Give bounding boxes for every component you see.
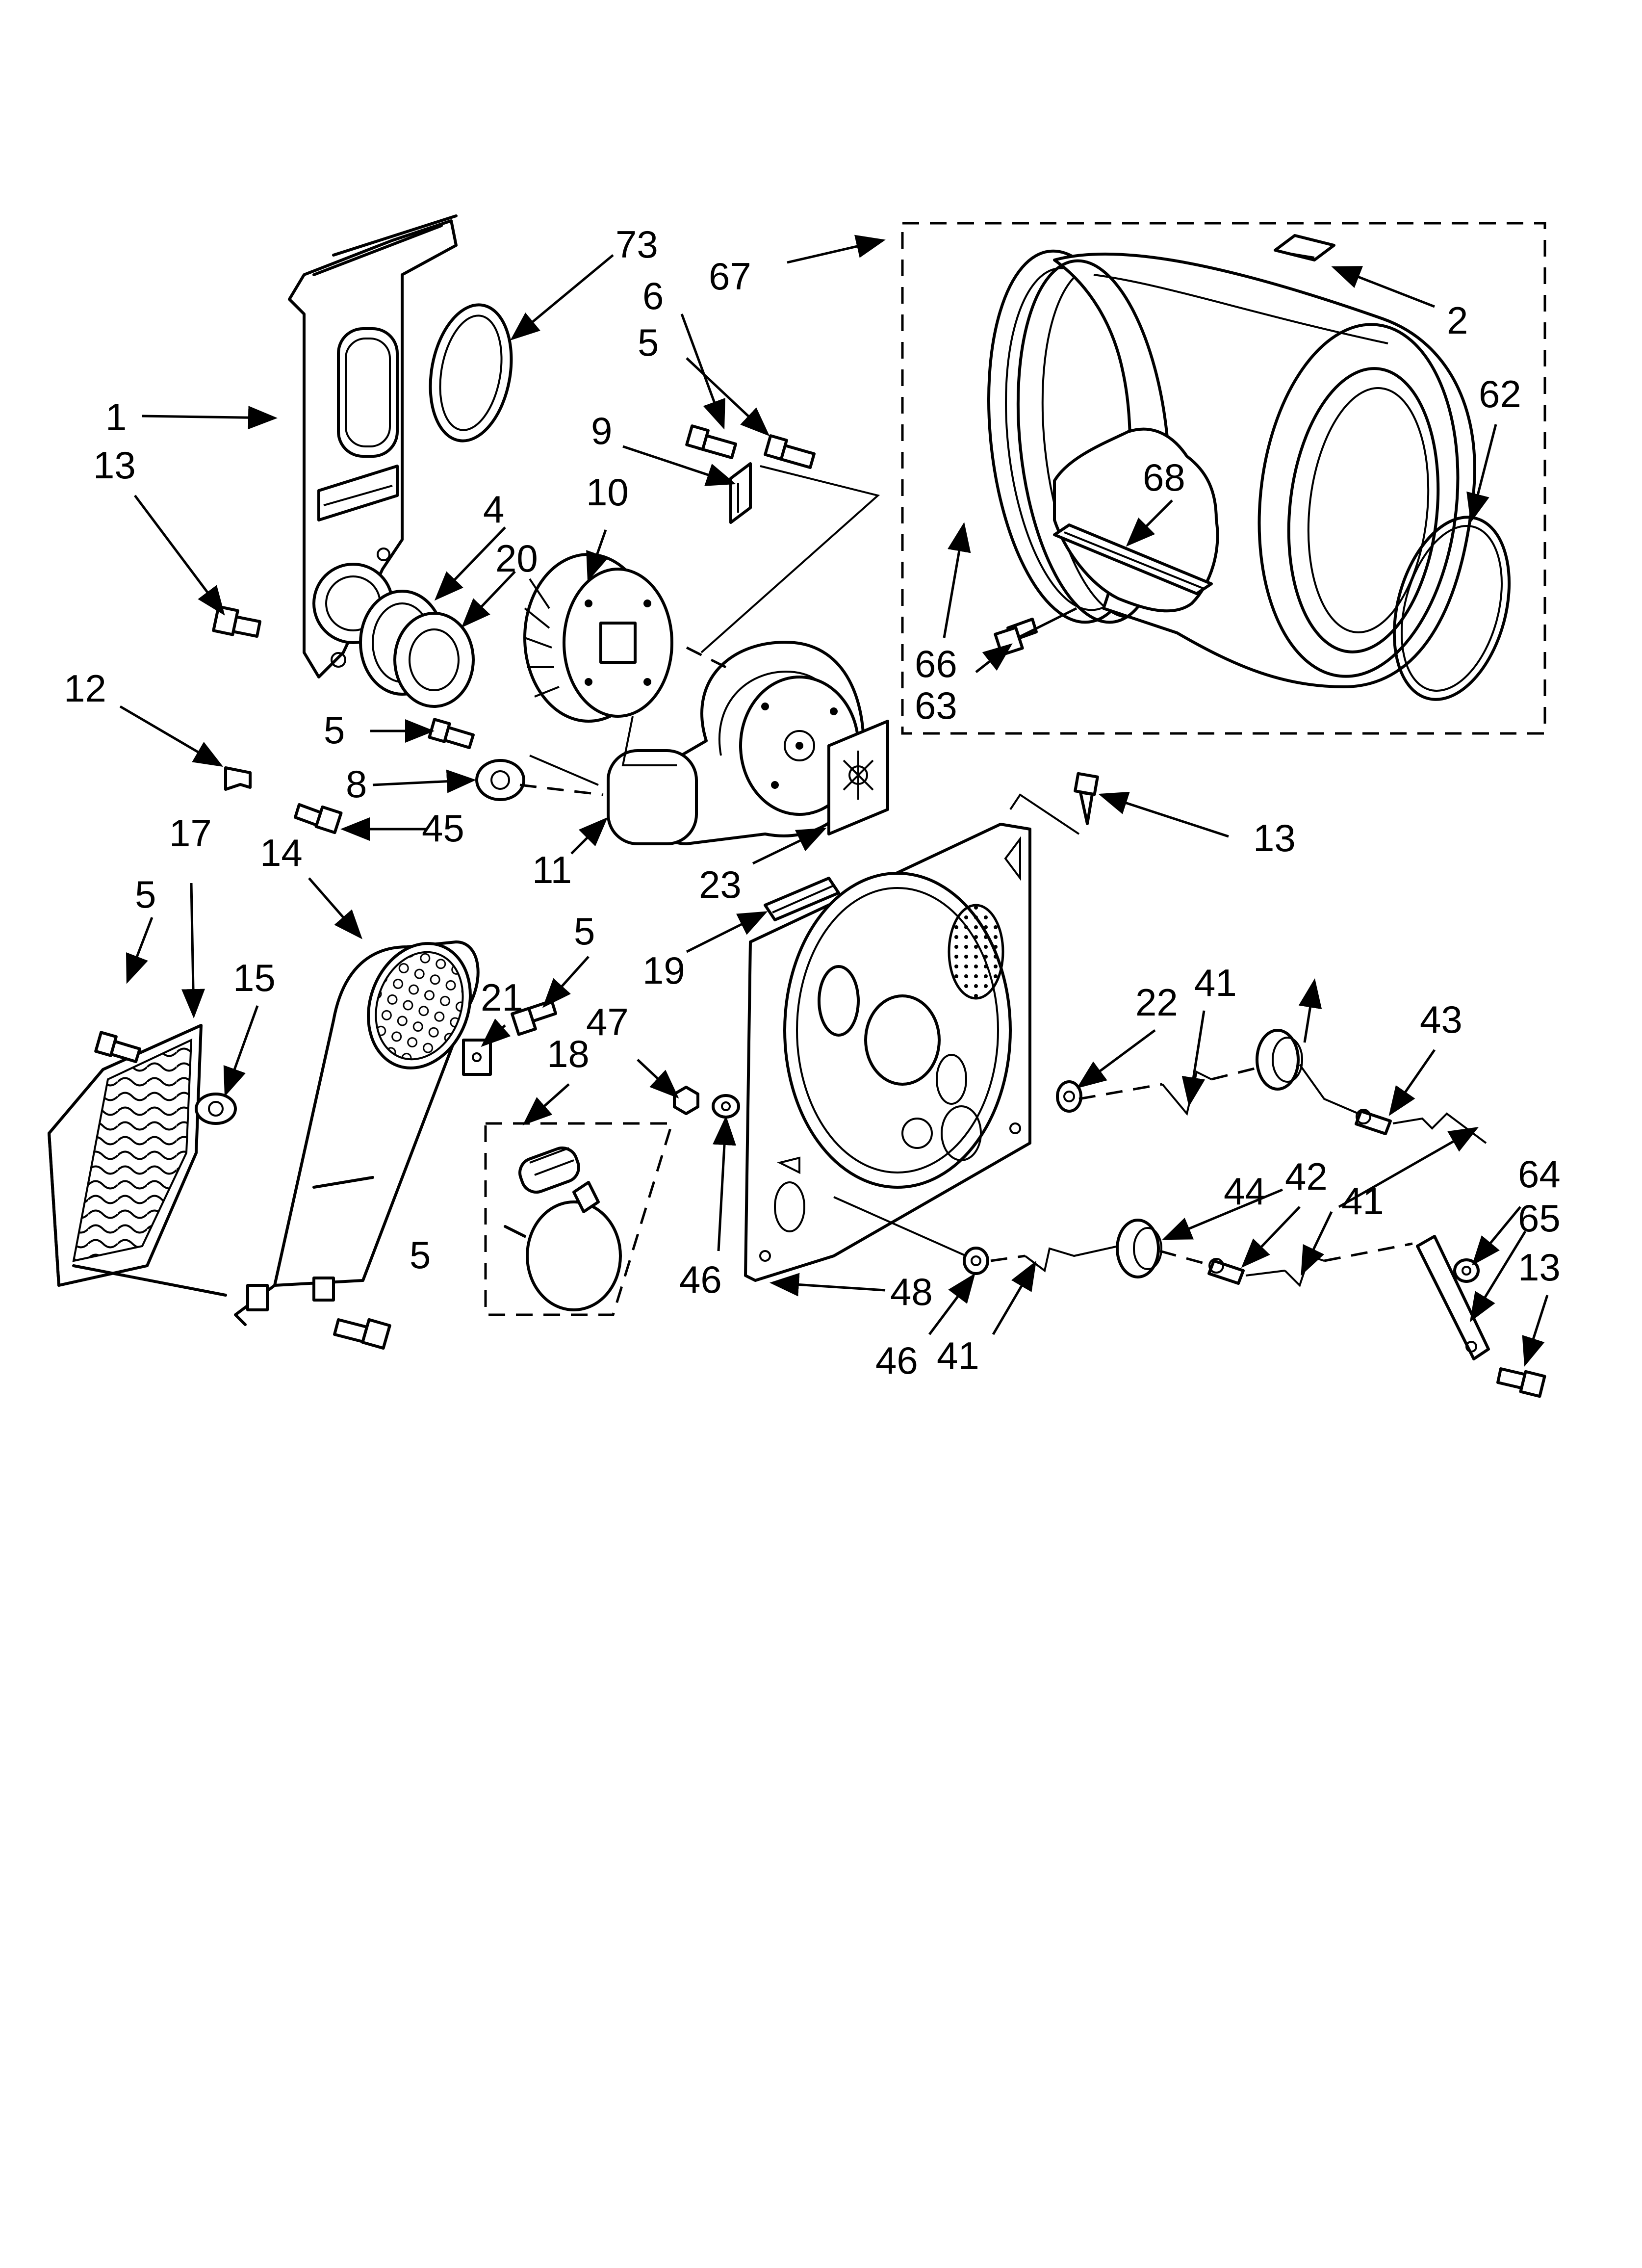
callout-41-lower: 41 [937, 1334, 979, 1377]
gasket-part-73 [429, 303, 513, 443]
screw-part-5-bottom [333, 1318, 391, 1350]
exhaust-duct-part-14 [234, 940, 480, 1326]
callout-labels: 1 13 73 67 2 62 6 5 9 10 68 4 20 66 63 1… [64, 223, 1561, 1382]
bracket-part-9 [729, 462, 752, 524]
thermostat-part-15 [195, 1093, 237, 1125]
callout-48: 48 [890, 1270, 933, 1313]
screw-part-5-top [685, 424, 737, 459]
callout-63: 63 [915, 684, 957, 727]
washer-part-46-lower [963, 1247, 989, 1275]
screw-part-5-mid [428, 718, 475, 749]
callout-5-heater: 5 [135, 873, 156, 916]
callout-13-right: 13 [1518, 1246, 1561, 1289]
callout-45: 45 [422, 807, 464, 850]
callout-17: 17 [169, 811, 212, 855]
callout-4: 4 [483, 488, 504, 531]
heater-part-17 [48, 1024, 227, 1297]
callout-18: 18 [547, 1032, 590, 1075]
callout-65: 65 [1518, 1197, 1561, 1240]
callout-19: 19 [642, 949, 685, 992]
roller-part-44-lower [1116, 1219, 1162, 1278]
shaft-part-42 [1207, 1258, 1245, 1285]
bearing-part-20 [393, 612, 475, 708]
callout-41-upper: 41 [1194, 961, 1237, 1004]
callout-11: 11 [532, 848, 572, 891]
callout-47: 47 [586, 1000, 629, 1043]
nut-part-47 [673, 1086, 699, 1115]
screw-part-13-bulkhead [1074, 772, 1099, 825]
bracket-part-65 [1416, 1235, 1490, 1360]
callout-13-left: 13 [93, 443, 136, 487]
clip-part-12 [224, 766, 252, 791]
front-bulkhead-part-48 [744, 793, 1080, 1282]
callout-62: 62 [1479, 372, 1521, 416]
warning-label-part-23 [827, 720, 889, 835]
callout-10: 10 [586, 470, 629, 514]
drum-assembly-part-67 [901, 222, 1546, 735]
screw-part-5-heater [94, 1031, 141, 1063]
callout-5-top: 5 [638, 321, 659, 364]
clip-part-2 [1274, 234, 1335, 261]
screw-part-13-right [1496, 1367, 1546, 1398]
callout-14: 14 [260, 831, 303, 874]
callout-15: 15 [233, 956, 276, 999]
callout-23: 23 [699, 863, 742, 906]
assembly-lines-upper [519, 465, 880, 796]
callout-21: 21 [481, 976, 523, 1019]
callout-44: 44 [1224, 1170, 1266, 1213]
callout-66: 66 [915, 642, 957, 685]
screw-part-45 [294, 803, 343, 834]
callout-5-right: 5 [574, 910, 595, 953]
blower-wheel-part-10 [523, 553, 673, 723]
callout-43: 43 [1420, 998, 1462, 1041]
callout-8: 8 [346, 762, 367, 806]
washer-part-46-upper [712, 1094, 740, 1119]
callout-46-lower: 46 [875, 1339, 918, 1382]
callout-1: 1 [105, 395, 127, 439]
screw-part-63 [994, 618, 1038, 656]
screw-part-6 [764, 434, 816, 469]
callout-41-mid: 41 [1341, 1179, 1384, 1223]
callout-6: 6 [642, 274, 664, 317]
callout-13-bulkhead: 13 [1253, 816, 1296, 860]
switch-part-8 [475, 759, 525, 801]
callout-20: 20 [495, 537, 538, 580]
callout-46-upper: 46 [679, 1258, 722, 1301]
callout-42: 42 [1285, 1155, 1328, 1198]
washer-part-22 [1056, 1080, 1082, 1113]
callout-64: 64 [1518, 1152, 1561, 1196]
callout-5-mid: 5 [324, 708, 345, 752]
shaft-part-43 [1355, 1109, 1392, 1135]
callout-73: 73 [616, 223, 658, 266]
bracket-part-21 [462, 1039, 492, 1076]
callout-67: 67 [709, 255, 751, 298]
callout-2: 2 [1447, 299, 1468, 342]
rail-part-19 [764, 877, 840, 921]
callout-68: 68 [1143, 456, 1185, 499]
leader-lines [119, 235, 1549, 1367]
callout-12: 12 [64, 667, 106, 710]
callout-5-bottom: 5 [410, 1233, 431, 1277]
callout-9: 9 [591, 409, 612, 452]
kit-part-18 [484, 1122, 674, 1316]
callout-22: 22 [1135, 981, 1178, 1024]
roller-part-44-upper [1256, 1029, 1303, 1091]
